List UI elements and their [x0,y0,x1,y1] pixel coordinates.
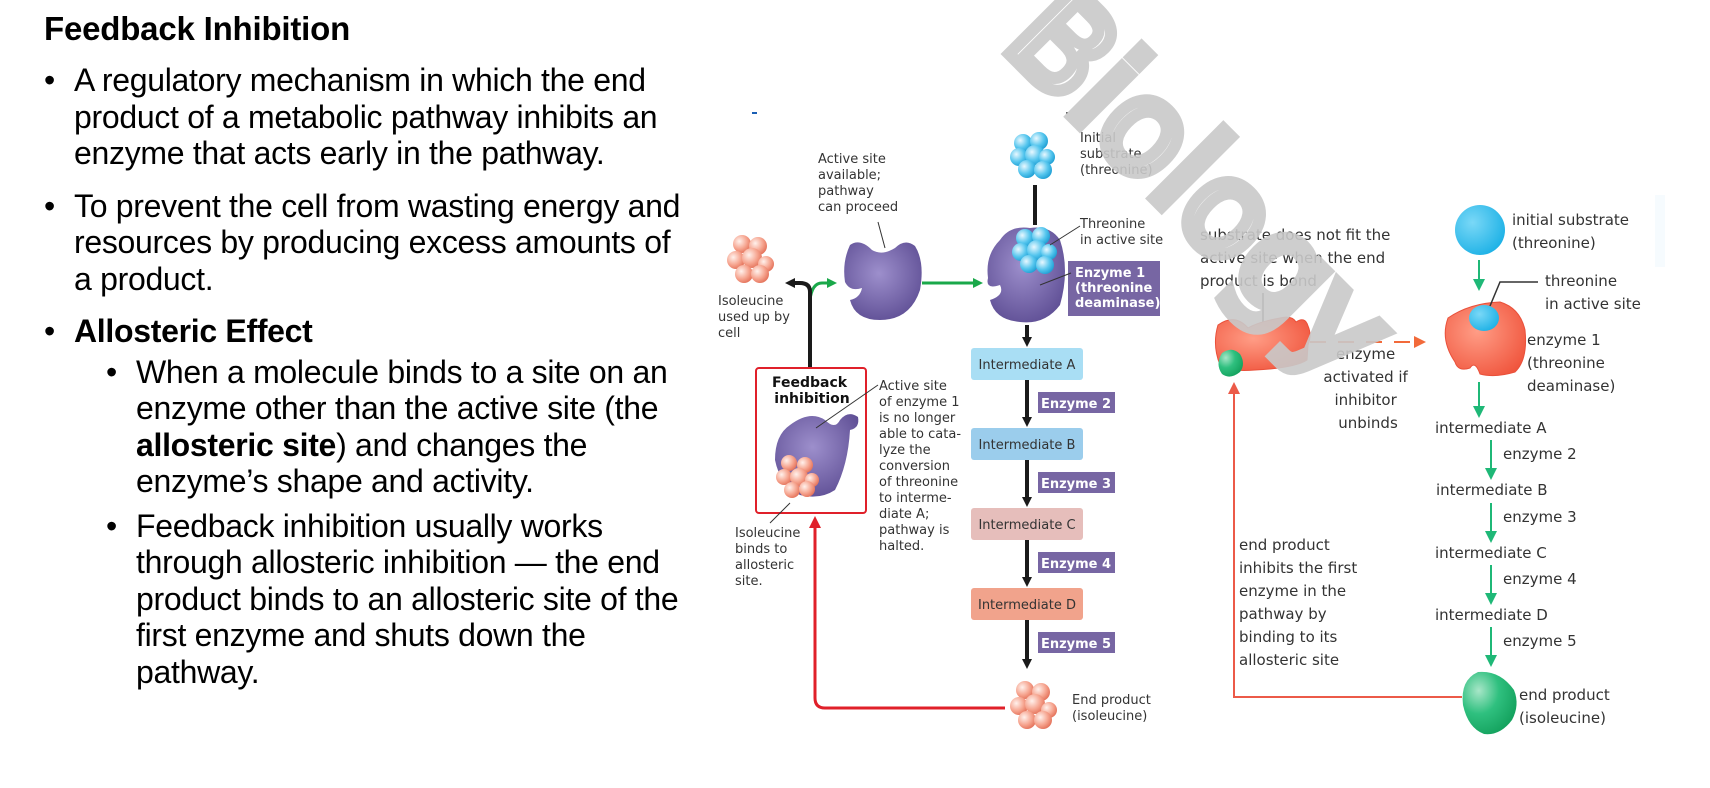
initial-substrate-label: Initial substrate (threonine) [1080,131,1153,178]
enzyme3-label-right: enzyme 3 [1503,508,1577,526]
free-enzyme-shape [844,242,922,320]
sub-bullet-allosteric-site: When a molecule binds to a site on an en… [106,354,684,500]
intermediate-d-label: Intermediate D [978,598,1076,613]
threonine-in-active-site-icon [1012,227,1057,274]
intermediate-b-box [971,428,1083,460]
isoleucine-binds-label: Isoleucine binds to allosteric site. [735,526,805,589]
bound-isoleucine-icon [776,455,819,498]
text-segment: ) and changes the enzyme’s shape and act… [136,426,588,500]
initial-substrate-label-right: initial substrate (threonine) [1512,211,1634,252]
enzyme5-label-box [1038,632,1115,653]
enzyme5-label-right: enzyme 5 [1503,632,1577,650]
sub-bullet-list: When a molecule binds to a site on an en… [74,354,684,691]
bound-inhibitor-green-icon [1218,349,1243,377]
intermediate-a-label: Intermediate A [979,358,1076,373]
enzyme1-label: Enzyme 1 (threonine deaminase) [1075,266,1160,311]
bullet-definition: A regulatory mechanism in which the end … [44,62,684,172]
threonine-active-site-label-right: threonine in active site [1545,272,1641,313]
text-segment: When a molecule binds to a site on an en… [136,353,668,427]
bullet-allosteric-heading: Allosteric Effect [74,313,313,349]
substrate-not-fit-label: substrate does not fit the active site w… [1200,226,1395,290]
intermediate-c-label: Intermediate C [978,518,1075,533]
feedback-inhibition-title: Feedback inhibition [772,375,852,407]
intermediate-b-label: Intermediate B [979,438,1076,453]
inhibition-red-line [1228,382,1462,698]
bullet-allosteric-effect: Allosteric Effect When a molecule binds … [44,313,684,690]
enzyme2-label-box [1038,392,1115,413]
feedback-red-arrow [809,516,1005,710]
enzyme3-label: Enzyme 3 [1041,477,1111,492]
enzyme3-label-box [1038,472,1115,493]
left-pathway-diagram: Initial substrate (threonine) Threonine … [718,131,1163,729]
end-product-isoleucine-icon [1010,681,1057,729]
intermediate-a-box [971,348,1083,380]
sub-bullet-allosteric-inhibition: Feedback inhibition usually works throug… [106,508,684,691]
intermediate-b-label-right: intermediate B [1436,481,1548,499]
isoleucine-molecule-icon [727,235,774,283]
bullet-purpose: To prevent the cell from wasting energy … [44,188,684,298]
enzyme-activated-label: enzyme activated if inhibitor unbinds [1323,345,1412,432]
end-product-inhibits-label: end product inhibits the first enzyme in… [1239,536,1362,669]
left-intermediate-chain: Intermediate A Enzyme 2 Intermediate B E… [971,348,1115,669]
active-site-no-longer-label: Active site of enzyme 1 is no longer abl… [879,379,965,554]
intermediate-c-box [971,508,1083,540]
isoleucine-used-label: Isoleucine used up by cell [718,294,794,341]
intermediate-d-box [971,588,1083,620]
watermark: Biology [972,0,1431,412]
intermediate-c-label-right: intermediate C [1435,544,1547,562]
enzyme4-label-box [1038,552,1115,573]
threonine-active-site-label: Threonine in active site [1079,217,1163,248]
allosteric-site-term: allosteric site [136,426,337,463]
isoleucine-used-arrow [785,278,812,372]
right-pathway-diagram: substrate does not fit the active site w… [1200,195,1665,735]
enzyme4-label: Enzyme 4 [1041,557,1111,572]
initial-substrate-circle-icon [1455,205,1505,255]
threonine-in-active-site-circle-icon [1469,305,1499,331]
enzyme1-label-right: enzyme 1 (threonine deaminase) [1527,331,1615,395]
slide-title: Feedback Inhibition [44,10,351,47]
enzyme4-label-right: enzyme 4 [1503,570,1577,588]
active-enzyme-red-shape [1444,301,1526,377]
intermediate-a-label-right: intermediate A [1435,419,1547,437]
bullet-list: A regulatory mechanism in which the end … [44,62,684,706]
end-product-green-icon [1462,671,1517,735]
svg-text:Biology: Biology [978,0,1425,406]
enzyme1-label-box [1068,261,1160,316]
intermediate-d-label-right: intermediate D [1435,606,1548,624]
enzyme2-label-right: enzyme 2 [1503,445,1577,463]
green-arrow [808,278,837,301]
enzyme5-label: Enzyme 5 [1041,637,1111,652]
enzyme2-label: Enzyme 2 [1041,397,1111,412]
end-product-label-right: end product (isoleucine) [1519,686,1615,727]
end-product-label: End product (isoleucine) [1072,693,1155,724]
active-site-available-label: Active site available; pathway can proce… [818,152,898,215]
threonine-molecule-icon [1010,132,1055,179]
